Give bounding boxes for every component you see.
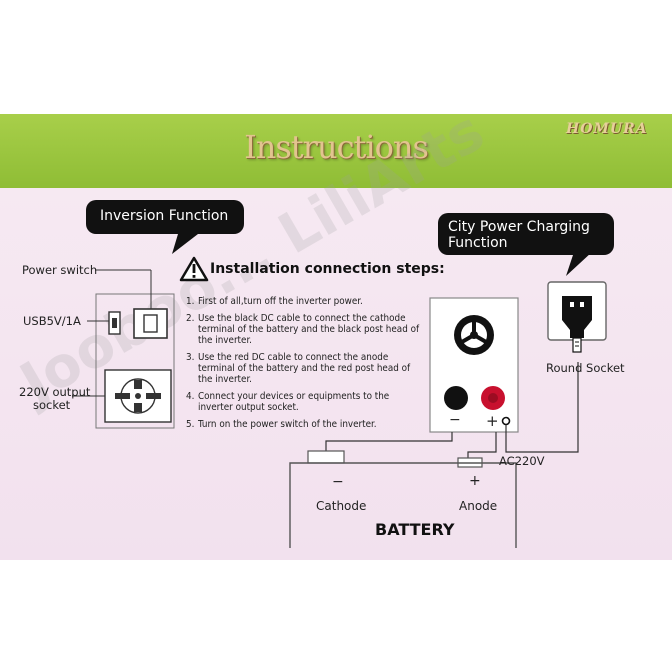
fan-icon bbox=[454, 315, 494, 355]
battery-cathode-terminal bbox=[307, 450, 345, 464]
inversion-function-callout: Inversion Function bbox=[86, 200, 244, 234]
ac-output-terminal bbox=[501, 416, 511, 426]
city-power-label-1: City Power Charging bbox=[448, 219, 590, 235]
step-item: 1.First of all,turn off the inverter pow… bbox=[186, 296, 363, 307]
red-post-center bbox=[488, 393, 498, 403]
ac-label: AC220V bbox=[499, 454, 545, 468]
inversion-function-label: Inversion Function bbox=[100, 208, 229, 224]
socket-center bbox=[135, 393, 141, 399]
black-post bbox=[444, 386, 468, 410]
socket-pin-left bbox=[115, 393, 130, 399]
power-switch-rocker bbox=[143, 314, 158, 333]
inverter-plus-label: + bbox=[486, 412, 499, 430]
cathode-label: Cathode bbox=[316, 499, 367, 513]
step-item: 3.Use the red DC cable to connect the an… bbox=[186, 352, 411, 385]
round-socket-label: Round Socket bbox=[546, 361, 625, 375]
city-power-label-2: Function bbox=[448, 235, 508, 251]
brand-logo: HOMURA bbox=[566, 121, 648, 137]
socket-pin-bottom bbox=[134, 403, 142, 412]
header-banner bbox=[0, 114, 672, 188]
inversion-callout-tail bbox=[172, 234, 198, 254]
city-power-callout: City Power Charging Function bbox=[438, 213, 614, 255]
inverter-side-panel bbox=[95, 293, 175, 429]
usb-label: USB5V/1A bbox=[23, 314, 81, 328]
step-item: 2.Use the black DC cable to connect the … bbox=[186, 313, 420, 346]
usb-port-inner bbox=[112, 318, 117, 328]
battery-body bbox=[289, 462, 517, 548]
page-title: Instructions bbox=[244, 128, 429, 166]
power-switch-label: Power switch bbox=[22, 263, 98, 277]
red-cable bbox=[467, 432, 497, 458]
step-item: 5.Turn on the power switch of the invert… bbox=[186, 419, 377, 430]
ac-cable bbox=[505, 362, 579, 453]
plug-icon bbox=[562, 296, 592, 353]
output-socket-label-1: 220V output bbox=[19, 385, 91, 399]
battery-minus-label: − bbox=[332, 474, 344, 490]
city-power-callout-tail bbox=[566, 252, 592, 276]
black-cable bbox=[325, 432, 453, 451]
socket-pin-right bbox=[146, 393, 161, 399]
socket-pin-top bbox=[134, 380, 142, 389]
steps-heading: Installation connection steps: bbox=[210, 261, 445, 277]
warning-triangle-icon bbox=[179, 256, 209, 282]
step-item: 4.Connect your devices or equipments to … bbox=[186, 391, 390, 413]
battery-plus-label: + bbox=[469, 473, 481, 489]
power-switch bbox=[133, 308, 168, 339]
steps-list: 1.First of all,turn off the inverter pow… bbox=[186, 296, 426, 436]
output-socket-label-2: socket bbox=[33, 398, 71, 412]
inverter-minus-label: − bbox=[449, 412, 461, 428]
battery-title: BATTERY bbox=[375, 520, 455, 539]
anode-label: Anode bbox=[459, 499, 498, 513]
